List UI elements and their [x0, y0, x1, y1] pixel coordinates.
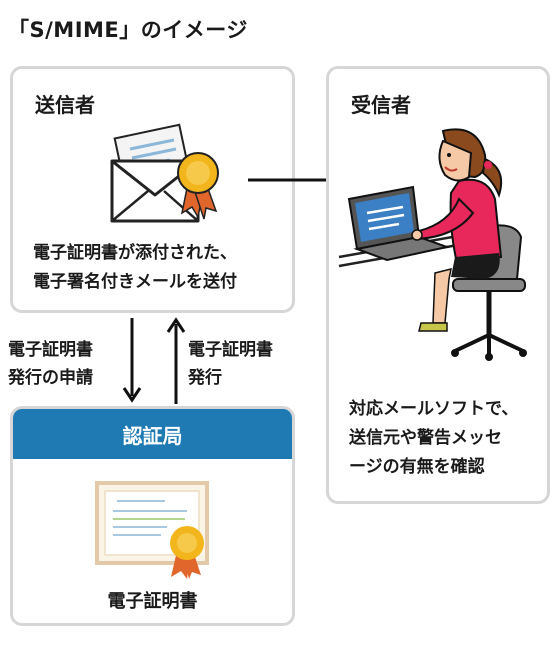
ca-box: 認証局 電子証明書 — [10, 406, 295, 626]
issue-label-line-1: 電子証明書 — [188, 340, 273, 360]
certificate-icon — [95, 481, 209, 579]
sender-desc-line-1: 電子証明書が添付された、 — [33, 243, 237, 263]
request-label-line-2: 発行の申請 — [8, 368, 93, 388]
sender-description: 電子証明書が添付された、 電子署名付きメールを送付 — [33, 239, 237, 297]
receiver-desc-line-1: 対応メールソフトで、 — [349, 399, 519, 419]
sender-box: 送信者 電子証明書が添付された、 電子署名付きメールを送付 — [10, 66, 295, 313]
receiver-desc-line-2: 送信元や警告メッセ — [349, 428, 502, 448]
ca-header: 認証局 — [13, 409, 292, 459]
sender-label: 送信者 — [35, 93, 95, 117]
receiver-label: 受信者 — [351, 93, 411, 117]
ca-certificate-label: 電子証明書 — [107, 591, 198, 612]
issue-label: 電子証明書 発行 — [188, 336, 273, 392]
issue-arrow — [166, 317, 186, 404]
receiver-desc-line-3: ージの有無を確認 — [349, 457, 485, 477]
receiver-description: 対応メールソフトで、 送信元や警告メッセ ージの有無を確認 — [349, 395, 518, 482]
request-label-line-1: 電子証明書 — [8, 340, 93, 360]
signed-mail-icon — [110, 123, 219, 223]
diagram-title: 「S/MIME」のイメージ — [8, 18, 248, 42]
receiver-box: 受信者 対応メールソフトで、 送信元や警告メッセ — [326, 66, 550, 504]
receiver-illustration — [338, 128, 527, 361]
issue-label-line-2: 発行 — [188, 368, 222, 388]
request-arrow — [122, 318, 142, 403]
sender-desc-line-2: 電子署名付きメールを送付 — [33, 272, 237, 292]
request-label: 電子証明書 発行の申請 — [8, 336, 93, 392]
